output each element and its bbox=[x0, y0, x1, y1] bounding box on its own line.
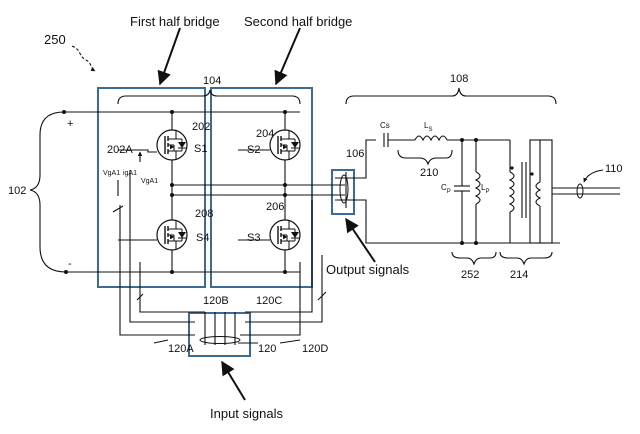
ref-202: 202 bbox=[192, 121, 210, 133]
ref-102: 102 bbox=[8, 185, 26, 197]
second-half-bridge-arrow bbox=[274, 27, 301, 86]
gate-voltage-label-a: VgA1 bbox=[103, 170, 120, 177]
brace-104 bbox=[117, 89, 301, 105]
ref-106: 106 bbox=[346, 148, 364, 160]
brace-108 bbox=[345, 87, 557, 105]
ref-120a: 120A bbox=[168, 343, 194, 355]
first-half-bridge-arrow bbox=[157, 27, 181, 86]
switch-s3-icon bbox=[269, 219, 301, 251]
ref-208: 208 bbox=[195, 208, 213, 220]
cs-label: Cs bbox=[380, 121, 390, 130]
second-half-bridge-box bbox=[210, 87, 313, 288]
ref-120: 120 bbox=[258, 343, 276, 355]
lp-label: LP bbox=[481, 183, 489, 195]
ref-210: 210 bbox=[420, 167, 438, 179]
minus-terminal-label: - bbox=[68, 258, 72, 270]
ref-202a: 202A bbox=[107, 144, 133, 156]
cp-label: CP bbox=[441, 183, 451, 195]
output-signals-box bbox=[331, 169, 355, 215]
plus-terminal-label: + bbox=[67, 118, 73, 130]
fig-pointer bbox=[71, 45, 96, 72]
first-half-bridge-box bbox=[97, 87, 206, 288]
ref-252: 252 bbox=[461, 269, 479, 281]
first-half-bridge-label: First half bridge bbox=[130, 14, 220, 29]
second-half-bridge-label: Second half bridge bbox=[244, 14, 352, 29]
ref-206: 206 bbox=[266, 201, 284, 213]
switch-s4-icon bbox=[156, 219, 188, 251]
ref-204: 204 bbox=[256, 128, 274, 140]
switch-s1-icon bbox=[156, 129, 188, 161]
brace-214 bbox=[499, 251, 553, 266]
switch-s4-label: S4 bbox=[196, 232, 209, 244]
gate-voltage-label-b: VgA1 bbox=[141, 178, 158, 185]
brace-252 bbox=[451, 251, 497, 266]
output-signals-arrow bbox=[345, 217, 376, 263]
ref-120b: 120B bbox=[203, 295, 229, 307]
ref-214: 214 bbox=[510, 269, 528, 281]
switch-s2-label: S2 bbox=[247, 144, 260, 156]
figure-number: 250 bbox=[44, 32, 66, 47]
brace-210 bbox=[397, 149, 453, 166]
ref-104: 104 bbox=[203, 75, 221, 87]
ref-110: 110 bbox=[605, 163, 623, 175]
ref-120d: 120D bbox=[302, 343, 328, 355]
ref-108: 108 bbox=[450, 73, 468, 85]
input-signals-label: Input signals bbox=[210, 406, 283, 421]
ref-120c: 120C bbox=[256, 295, 282, 307]
input-signals-arrow bbox=[221, 360, 246, 401]
gate-current-label: igA1 bbox=[123, 170, 137, 177]
brace-102 bbox=[29, 111, 67, 273]
switch-s3-label: S3 bbox=[247, 232, 260, 244]
switch-s1-label: S1 bbox=[194, 143, 207, 155]
output-signals-label: Output signals bbox=[326, 262, 410, 277]
ls-label: LS bbox=[424, 121, 432, 133]
switch-s2-icon bbox=[269, 129, 301, 161]
